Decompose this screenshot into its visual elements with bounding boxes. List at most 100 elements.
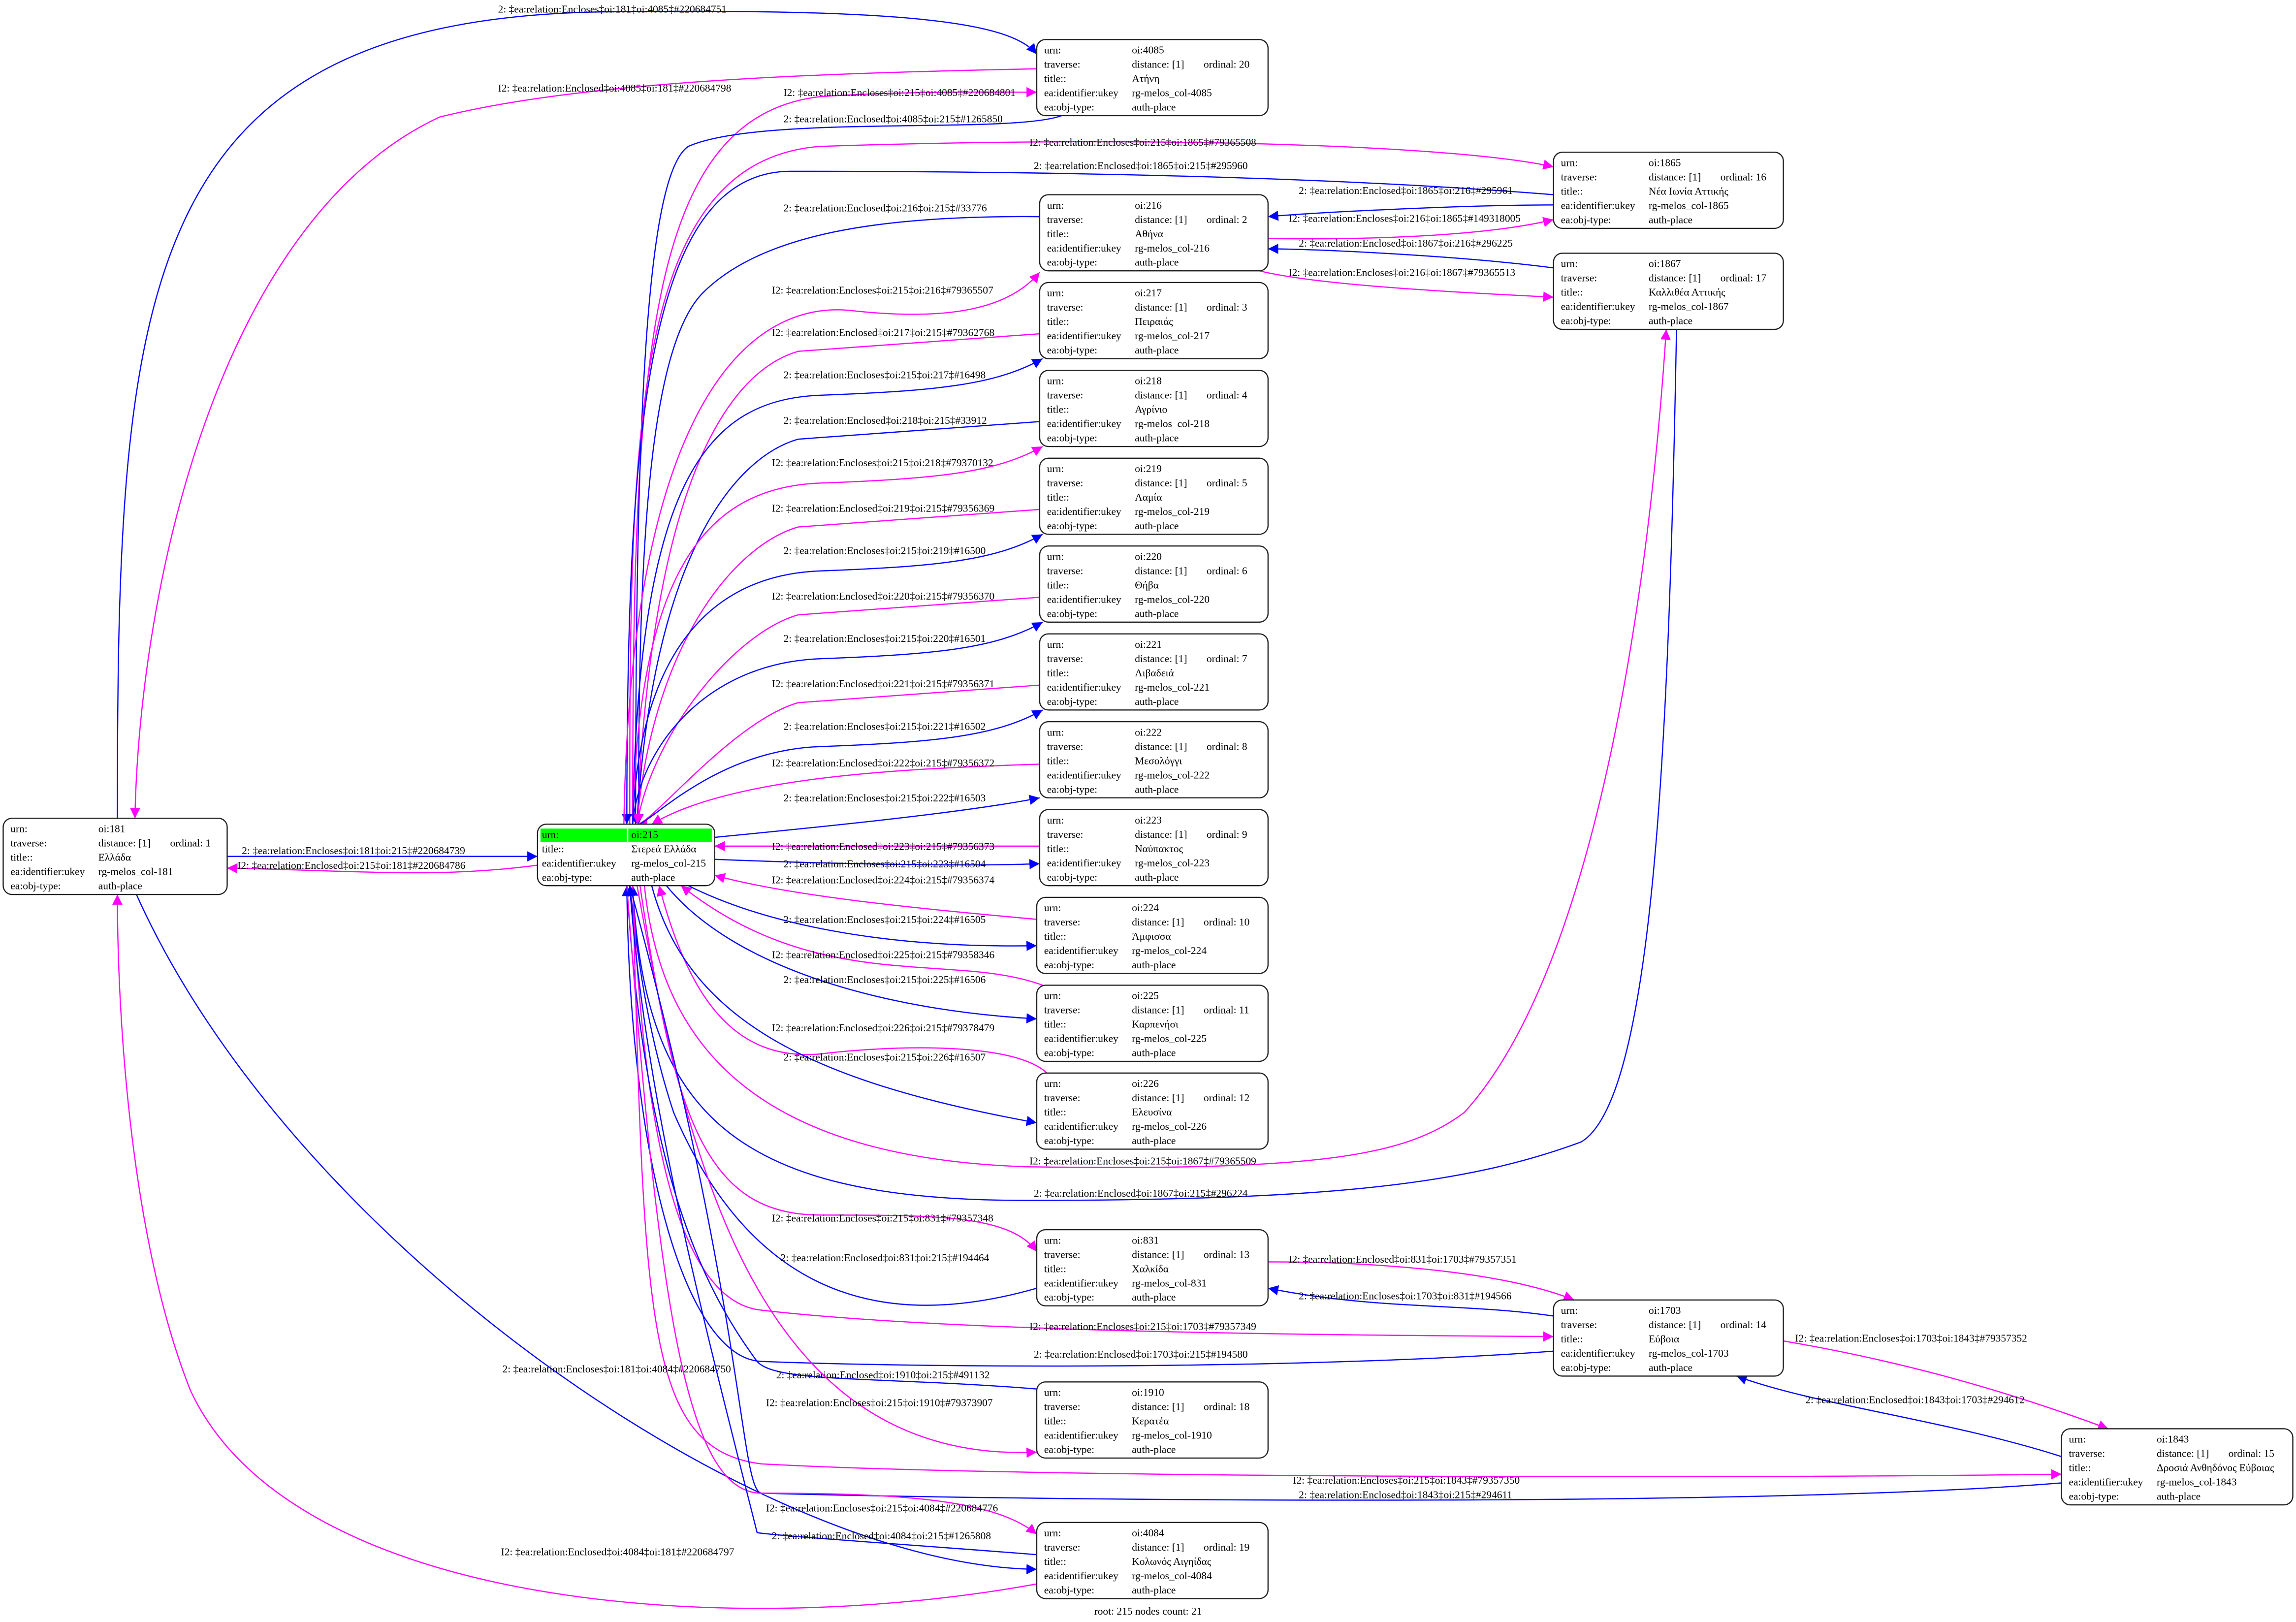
edge-line[interactable] (632, 886, 1554, 1342)
node-box[interactable] (1039, 809, 1269, 887)
edge-line[interactable] (1783, 1340, 2109, 1430)
node-box[interactable] (1039, 282, 1269, 359)
edge-line[interactable] (632, 709, 1043, 827)
edge-line[interactable] (651, 763, 1040, 825)
edge: I2: ‡ea:relation:Enclosed‡oi:222‡oi:215‡… (651, 757, 1040, 825)
edge-line[interactable] (227, 863, 538, 874)
edge-label: 2: ‡ea:relation:Encloses‡oi:215‡oi:226‡#… (784, 1051, 986, 1063)
node-key-urn: urn: (1047, 726, 1064, 738)
node-key-ukey: ea:identifier:ukey (1044, 1430, 1118, 1441)
edge-line[interactable] (632, 333, 1040, 825)
edge-line[interactable] (632, 358, 1043, 825)
edge-line[interactable] (1268, 217, 1554, 240)
edge-line[interactable] (1268, 1285, 1554, 1317)
edge-line[interactable] (130, 68, 1037, 819)
node-box[interactable] (2, 818, 228, 895)
edge-label: 2: ‡ea:relation:Enclosed‡oi:4085‡oi:215‡… (784, 113, 1003, 125)
edge-line[interactable] (651, 885, 1037, 1126)
edge-line[interactable] (632, 445, 1043, 825)
edge-line[interactable] (136, 894, 1037, 1575)
edge-label: I2: ‡ea:relation:Encloses‡oi:215‡oi:831‡… (772, 1212, 993, 1224)
edge-line[interactable] (714, 795, 1040, 838)
edge-line[interactable] (1736, 1374, 2062, 1458)
node-box[interactable] (1036, 1229, 1269, 1306)
node-box[interactable] (1036, 985, 1269, 1062)
node-box[interactable] (1039, 457, 1269, 535)
edge-line[interactable] (625, 886, 1037, 1556)
edge-line[interactable] (621, 170, 1554, 825)
edge-line[interactable] (626, 886, 1037, 1535)
edge: 2: ‡ea:relation:Encloses‡oi:181‡oi:4085‡… (117, 3, 1037, 819)
edge-line[interactable] (117, 10, 1037, 819)
node-box[interactable] (2061, 1428, 2294, 1506)
edge-line[interactable] (632, 886, 2062, 1480)
edge-line[interactable] (714, 859, 1040, 869)
edge-line[interactable] (633, 509, 1040, 825)
node-key-ukey: ea:identifier:ukey (10, 866, 85, 878)
node-key-urn: urn: (1044, 1387, 1061, 1399)
edge-line[interactable] (1259, 270, 1554, 302)
node-box[interactable] (1039, 721, 1269, 798)
edge-line[interactable] (623, 272, 1040, 825)
node-urn-value: oi:219 (1135, 463, 1162, 475)
edge-line[interactable] (1268, 204, 1554, 221)
edge-line[interactable] (634, 597, 1040, 825)
edge-line[interactable] (639, 885, 1037, 1252)
node-box[interactable] (1039, 545, 1269, 623)
edge-line[interactable] (1268, 1261, 1574, 1301)
edge-line[interactable] (633, 216, 1040, 825)
edge-line[interactable] (632, 621, 1043, 825)
node-box[interactable] (1036, 1522, 1269, 1599)
edge-line[interactable] (1268, 244, 1554, 269)
edge-line[interactable] (628, 329, 1677, 1201)
node-key-traverse: traverse: (10, 837, 47, 849)
edge-line[interactable] (714, 873, 1037, 920)
edge-line[interactable] (657, 885, 1048, 1074)
edge-line[interactable] (630, 115, 1062, 825)
node-key-obj-type: ea:obj-type: (1047, 783, 1097, 795)
node-box[interactable] (1553, 253, 1784, 330)
edge-line[interactable] (637, 684, 1040, 829)
node-box[interactable] (1553, 1299, 1784, 1377)
edge-line[interactable] (666, 885, 1037, 1024)
node-box[interactable] (1036, 896, 1269, 974)
node-box[interactable] (1039, 370, 1269, 447)
node-box[interactable] (1039, 633, 1269, 711)
node-box[interactable] (1553, 152, 1784, 229)
edge-line[interactable] (688, 885, 1037, 951)
node-key-traverse: traverse: (1044, 1541, 1081, 1553)
node-box[interactable] (1036, 1072, 1269, 1150)
edge-line[interactable] (643, 329, 1671, 1168)
edge-line[interactable] (632, 534, 1043, 825)
edge-line[interactable] (622, 886, 1040, 1390)
node-urn-value: oi:181 (98, 823, 126, 835)
node-ordinal: ordinal: 1 (170, 837, 211, 849)
node-box[interactable] (1036, 1381, 1269, 1459)
edge-line[interactable] (680, 885, 1043, 986)
node-box[interactable] (1039, 194, 1269, 272)
edge-line[interactable] (112, 894, 1037, 1609)
node-box[interactable] (1036, 39, 1269, 117)
edge-line[interactable] (632, 87, 1037, 825)
